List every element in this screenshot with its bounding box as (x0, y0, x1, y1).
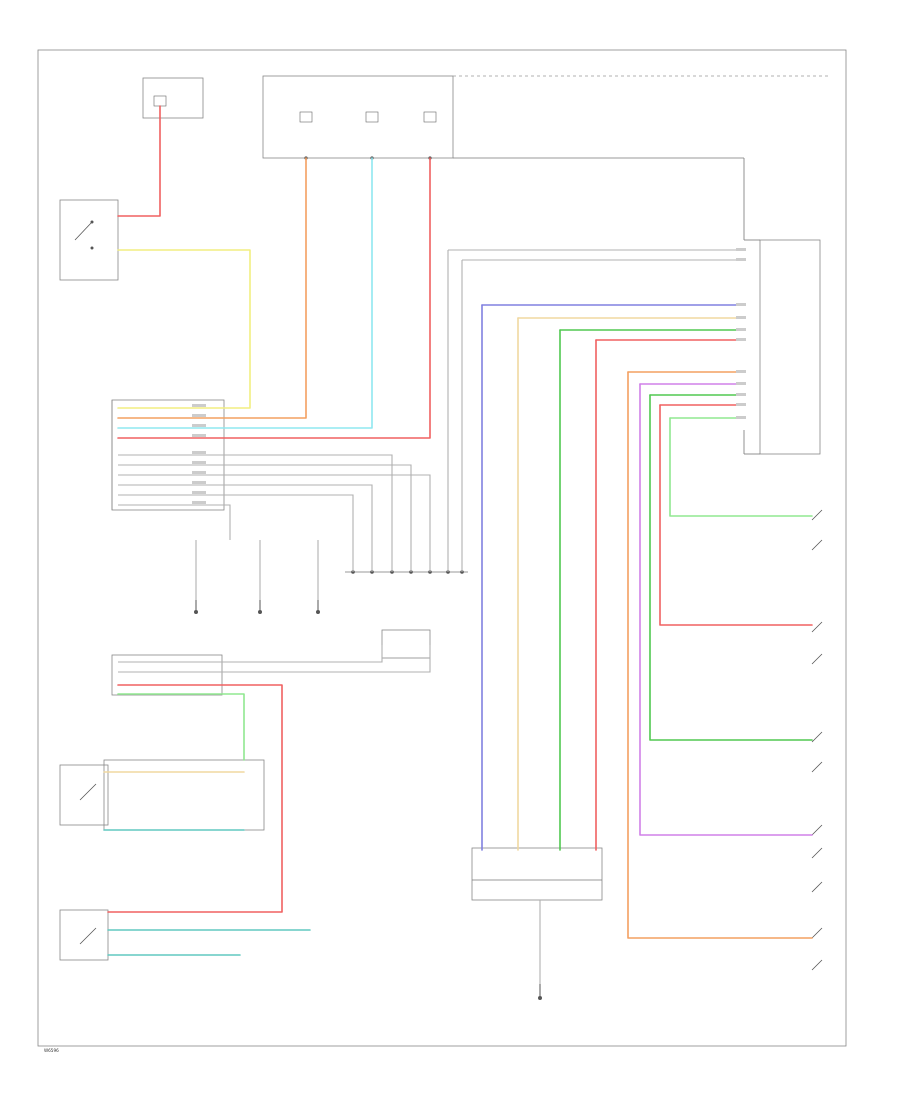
passenger-buckle-switch (59, 909, 109, 961)
diagram-frame (37, 49, 847, 1047)
ground-symbols (194, 600, 542, 1000)
corner-code: W6596 (44, 1048, 59, 1053)
restraints-control-module (111, 654, 223, 696)
door-ajar-module (471, 847, 603, 901)
wire-label-markers (192, 248, 746, 504)
teal-wires (103, 829, 311, 956)
violet-wires (639, 383, 813, 836)
battery-fuse-block (142, 77, 204, 119)
generic-electronic-module (743, 239, 821, 455)
driver-buckle-switch (59, 759, 265, 831)
lightgreen-wires (117, 417, 813, 761)
splice-row (345, 570, 468, 574)
gray-wires (118, 249, 744, 984)
green-wires (559, 329, 813, 851)
orange-wires (117, 157, 813, 939)
fuse-2 (365, 111, 379, 123)
yellow-wires (117, 249, 251, 409)
blue-wires (481, 304, 745, 851)
fuse-3 (423, 111, 437, 123)
courtesy-switch (381, 629, 431, 659)
fuse-box (262, 75, 830, 240)
tan-wires (103, 317, 745, 851)
ignition-switch (59, 199, 119, 281)
cyan-wires (117, 157, 373, 429)
fuse-1 (299, 111, 313, 123)
red-wires (107, 105, 813, 913)
door-switches (811, 509, 823, 971)
